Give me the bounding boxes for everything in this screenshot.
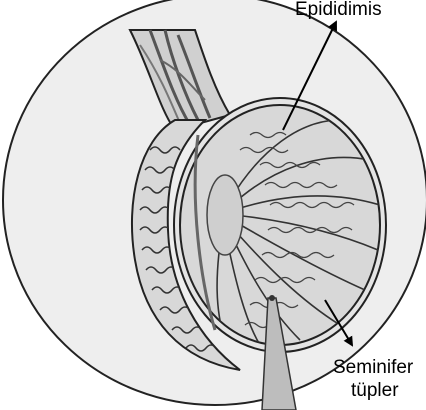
rete-testis	[207, 175, 243, 255]
label-seminifer-line2: tüpler	[351, 380, 399, 401]
label-seminifer-line1: Seminifer	[333, 357, 414, 378]
label-epididymis: Epididimis	[295, 0, 382, 20]
